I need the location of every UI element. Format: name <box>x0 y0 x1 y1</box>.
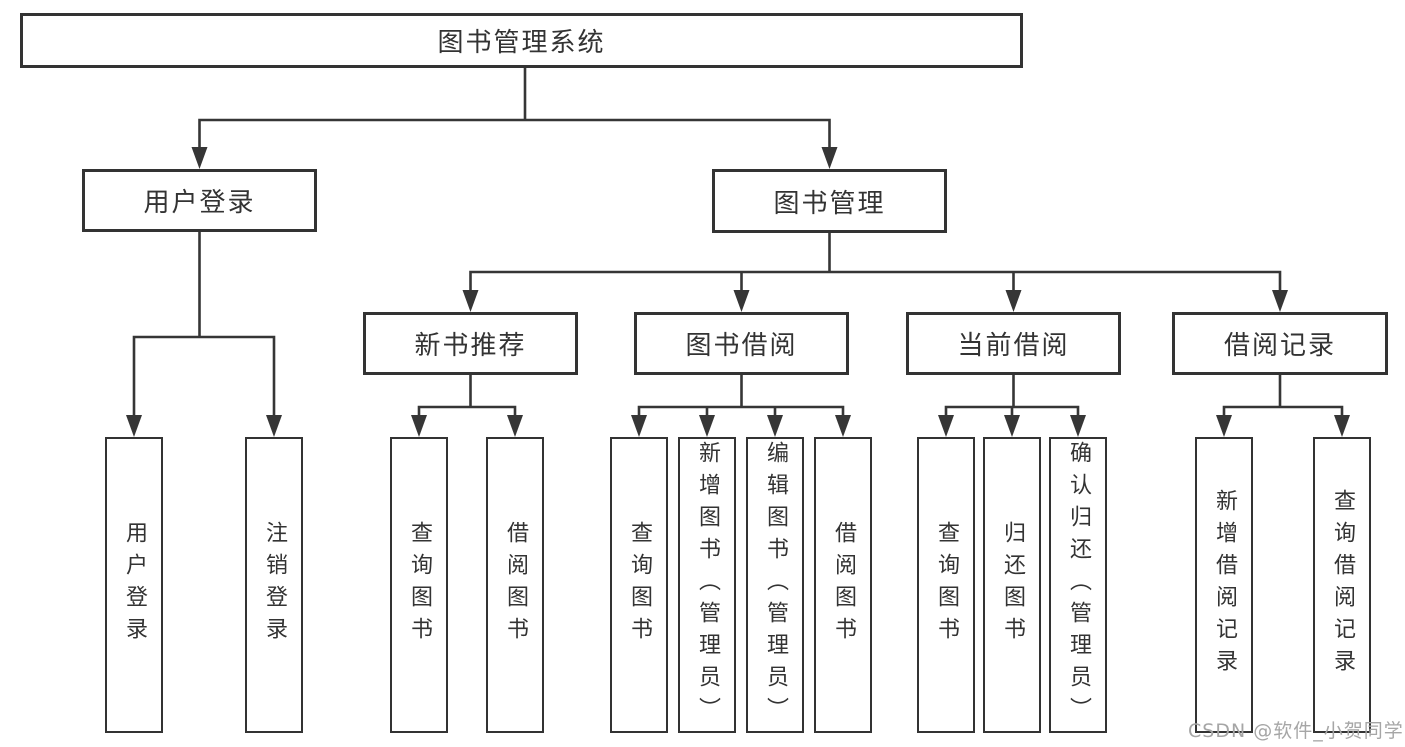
leaf-borrow-books-recommend: 借阅图书 <box>486 437 544 733</box>
leaf-return-books: 归还图书 <box>983 437 1041 733</box>
node-label: 注销登录 <box>262 521 287 649</box>
node-label: 查询图书 <box>407 521 432 649</box>
node-label: 查询图书 <box>934 521 959 649</box>
node-current-borrow: 当前借阅 <box>906 312 1121 375</box>
node-label: 查询借阅记录 <box>1330 489 1355 681</box>
leaf-user-login: 用户登录 <box>105 437 163 733</box>
node-label: 归还图书 <box>1000 521 1025 649</box>
leaf-add-borrow-record: 新增借阅记录 <box>1195 437 1253 733</box>
leaf-query-borrow-record: 查询借阅记录 <box>1313 437 1371 733</box>
node-label: 用户登录 <box>122 521 147 649</box>
node-label: 用户登录 <box>143 188 256 218</box>
leaf-confirm-return-admin: 确认归还（管理员） <box>1049 437 1107 733</box>
node-label: 借阅图书 <box>503 521 528 649</box>
node-label: 新书推荐 <box>414 331 527 361</box>
leaf-query-books-borrow: 查询图书 <box>610 437 668 733</box>
node-label: 新增图书（管理员） <box>695 441 720 729</box>
node-book-management: 图书管理 <box>712 169 947 233</box>
node-label: 借阅图书 <box>831 521 856 649</box>
csdn-watermark: CSDN @软件_小贺同学 <box>1188 720 1404 742</box>
leaf-borrow-books: 借阅图书 <box>814 437 872 733</box>
node-new-book-recommend: 新书推荐 <box>363 312 578 375</box>
node-label: 编辑图书（管理员） <box>763 441 788 729</box>
node-label: 查询图书 <box>627 521 652 649</box>
node-label: 新增借阅记录 <box>1212 489 1237 681</box>
leaf-add-books-admin: 新增图书（管理员） <box>678 437 736 733</box>
node-user-login: 用户登录 <box>82 169 317 232</box>
node-book-borrow: 图书借阅 <box>634 312 849 375</box>
node-label: 图书管理 <box>773 188 886 219</box>
leaf-query-books-recommend: 查询图书 <box>390 437 448 733</box>
node-label: 借阅记录 <box>1223 331 1336 361</box>
node-label: 图书借阅 <box>685 331 798 361</box>
node-label: 图书管理系统 <box>437 28 606 58</box>
node-label: 当前借阅 <box>957 331 1070 361</box>
leaf-logout: 注销登录 <box>245 437 303 733</box>
leaf-query-books-current: 查询图书 <box>917 437 975 733</box>
leaf-edit-books-admin: 编辑图书（管理员） <box>746 437 804 733</box>
node-borrow-records: 借阅记录 <box>1172 312 1388 375</box>
node-label: 确认归还（管理员） <box>1066 441 1091 729</box>
node-library-management-system: 图书管理系统 <box>20 13 1023 68</box>
